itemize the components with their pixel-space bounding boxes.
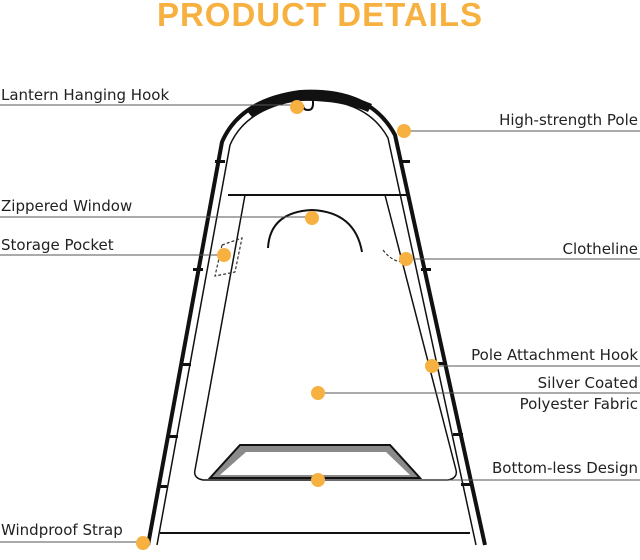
- label-fabric-line2: Polyester Fabric: [519, 395, 638, 413]
- label-pole-attachment-hook: Pole Attachment Hook: [471, 346, 638, 364]
- zippered-window: [267, 208, 363, 253]
- marker-windproof-strap: [136, 536, 150, 550]
- marker-zippered-window: [305, 211, 319, 225]
- marker-pole-attachment-hook: [425, 359, 439, 373]
- pole-clips: [157, 160, 471, 488]
- marker-clotheline: [399, 252, 413, 266]
- marker-bottomless: [311, 473, 325, 487]
- leader-lines: [0, 104, 640, 543]
- label-clotheline: Clotheline: [562, 240, 638, 258]
- label-storage-pocket: Storage Pocket: [1, 236, 114, 254]
- marker-high-strength-pole: [397, 124, 411, 138]
- marker-fabric: [311, 386, 325, 400]
- marker-storage-pocket: [217, 248, 231, 262]
- label-bottomless-design: Bottom-less Design: [491, 459, 638, 477]
- clotheline: [382, 249, 405, 263]
- label-zippered-window: Zippered Window: [1, 197, 133, 215]
- label-lantern-hanging-hook: Lantern Hanging Hook: [1, 86, 170, 104]
- label-fabric-line1: Silver Coated: [537, 374, 638, 392]
- label-windproof-strap: Windproof Strap: [1, 521, 123, 539]
- tent-top-cap: [246, 91, 372, 117]
- page-title: PRODUCT DETAILS: [156, 0, 484, 33]
- label-high-strength-pole: High-strength Pole: [499, 111, 638, 129]
- marker-lantern-hook: [290, 100, 304, 114]
- storage-pocket: [214, 237, 243, 277]
